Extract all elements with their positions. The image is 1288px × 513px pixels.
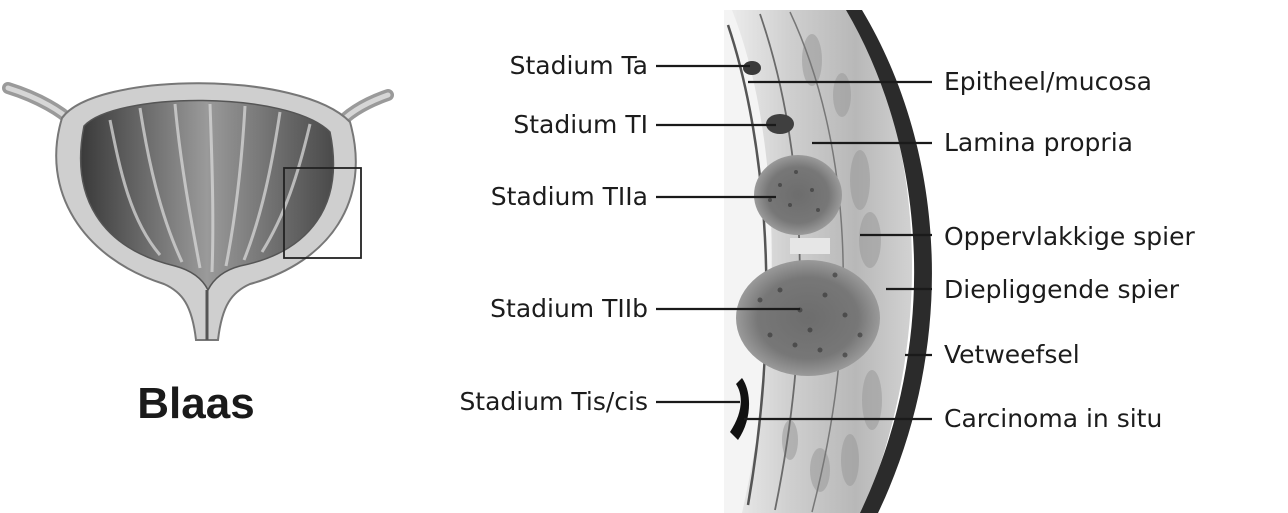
- bladder-title: Blaas: [137, 379, 254, 428]
- label-stadium-ta: Stadium Ta: [510, 51, 648, 80]
- label-vet: Vetweefsel: [944, 340, 1080, 369]
- label-stadium-t1: Stadium TI: [513, 110, 648, 139]
- label-stadium-t2a: Stadium TIIa: [491, 182, 648, 211]
- label-cis: Carcinoma in situ: [944, 404, 1162, 433]
- label-stadium-tis: Stadium Tis/cis: [459, 387, 648, 416]
- tumor-t2a: [754, 155, 842, 235]
- label-oppervlakkig: Oppervlakkige spier: [944, 222, 1195, 251]
- label-stadium-t2b: Stadium TIIb: [490, 294, 648, 323]
- label-diep: Diepliggende spier: [944, 275, 1180, 304]
- label-lamina: Lamina propria: [944, 128, 1133, 157]
- label-epitheel: Epitheel/mucosa: [944, 67, 1152, 96]
- bladder-overview-illustration: [8, 83, 388, 340]
- tumor-t2b: [736, 260, 880, 376]
